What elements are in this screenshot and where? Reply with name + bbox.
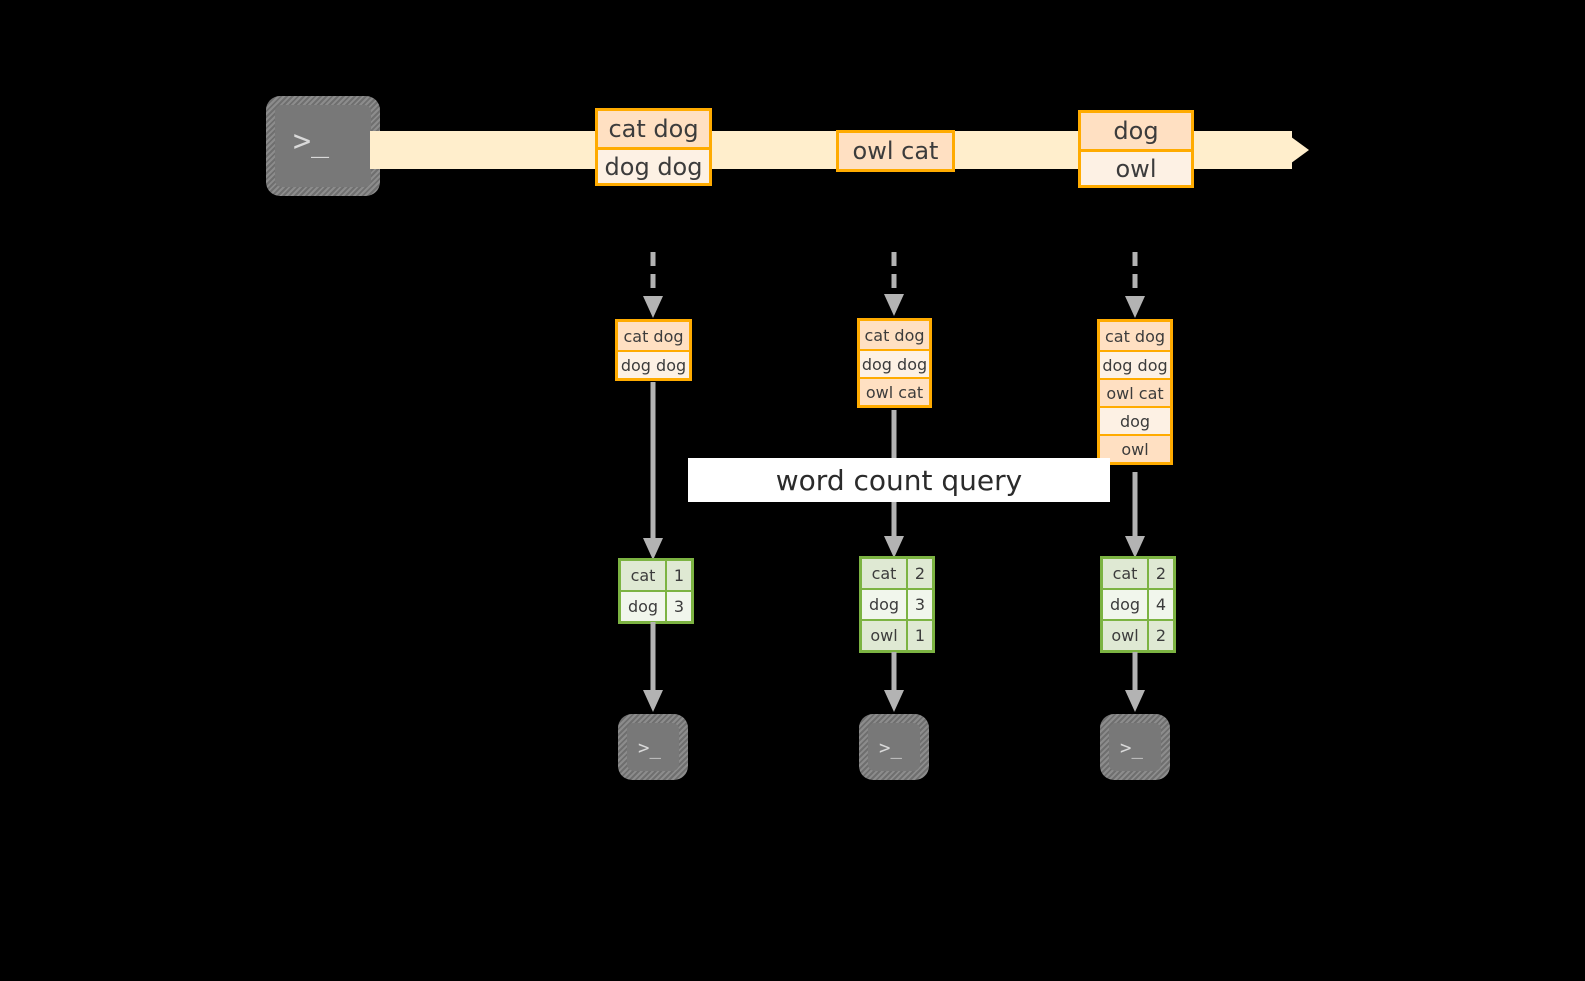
terminal-screen bbox=[868, 723, 920, 771]
terminal-prompt-glyph: >_ bbox=[1120, 737, 1143, 759]
consumer-terminal-icon-3: >_ bbox=[1100, 714, 1170, 780]
state-to-result-arrow-1 bbox=[642, 382, 664, 562]
state-line: cat dog bbox=[618, 322, 689, 350]
result-word: owl bbox=[1103, 621, 1147, 650]
stream-message-line: dog dog bbox=[598, 147, 709, 183]
table-row: dog 3 bbox=[621, 590, 691, 621]
result-count: 4 bbox=[1147, 590, 1173, 619]
table-row: cat 2 bbox=[1103, 559, 1173, 588]
result-word: owl bbox=[862, 621, 906, 650]
state-line: dog dog bbox=[618, 350, 689, 378]
terminal-screen bbox=[275, 105, 371, 187]
table-row: dog 3 bbox=[862, 588, 932, 619]
state-line: owl cat bbox=[1100, 378, 1170, 406]
terminal-screen bbox=[627, 723, 679, 771]
consumer-terminal-icon-2: >_ bbox=[859, 714, 929, 780]
stream-message-line: owl bbox=[1081, 149, 1191, 185]
terminal-prompt-glyph: >_ bbox=[638, 737, 661, 759]
state-line: dog dog bbox=[1100, 350, 1170, 378]
stream-message-line: owl cat bbox=[839, 133, 952, 169]
state-line: owl cat bbox=[860, 377, 929, 405]
stream-to-state-arrow-3 bbox=[1123, 252, 1147, 320]
stream-message-line: dog bbox=[1081, 113, 1191, 149]
stream-to-state-arrow-2 bbox=[882, 252, 906, 318]
result-word: cat bbox=[862, 559, 906, 588]
result-word: dog bbox=[621, 592, 665, 621]
state-line: cat dog bbox=[1100, 322, 1170, 350]
result-count: 2 bbox=[906, 559, 932, 588]
table-row: owl 1 bbox=[862, 619, 932, 650]
result-word: cat bbox=[621, 561, 665, 590]
table-row: cat 1 bbox=[621, 561, 691, 590]
table-row: cat 2 bbox=[862, 559, 932, 588]
terminal-screen bbox=[1109, 723, 1161, 771]
query-label: word count query bbox=[688, 458, 1110, 502]
result-table-1[interactable]: cat 1 dog 3 bbox=[618, 558, 694, 624]
result-count: 3 bbox=[665, 592, 691, 621]
stream-message-3[interactable]: dog owl bbox=[1078, 110, 1194, 188]
state-snapshot-2[interactable]: cat dog dog dog owl cat bbox=[857, 318, 932, 408]
result-to-consumer-arrow-3 bbox=[1124, 652, 1146, 714]
state-to-result-arrow-3 bbox=[1124, 472, 1146, 560]
terminal-prompt-glyph: >_ bbox=[879, 737, 902, 759]
state-line: dog dog bbox=[860, 349, 929, 377]
stream-to-state-arrow-1 bbox=[641, 252, 665, 320]
stream-message-2[interactable]: owl cat bbox=[836, 130, 955, 172]
state-line: dog bbox=[1100, 406, 1170, 434]
stream-arrow-icon bbox=[1283, 112, 1309, 188]
consumer-terminal-icon-1: >_ bbox=[618, 714, 688, 780]
state-line: owl bbox=[1100, 434, 1170, 462]
result-word: dog bbox=[1103, 590, 1147, 619]
table-row: dog 4 bbox=[1103, 588, 1173, 619]
state-snapshot-3[interactable]: cat dog dog dog owl cat dog owl bbox=[1097, 319, 1173, 465]
result-table-3[interactable]: cat 2 dog 4 owl 2 bbox=[1100, 556, 1176, 653]
table-row: owl 2 bbox=[1103, 619, 1173, 650]
result-count: 2 bbox=[1147, 559, 1173, 588]
result-word: dog bbox=[862, 590, 906, 619]
stream-message-1[interactable]: cat dog dog dog bbox=[595, 108, 712, 186]
result-to-consumer-arrow-2 bbox=[883, 652, 905, 714]
result-word: cat bbox=[1103, 559, 1147, 588]
result-count: 1 bbox=[665, 561, 691, 590]
result-table-2[interactable]: cat 2 dog 3 owl 1 bbox=[859, 556, 935, 653]
result-count: 2 bbox=[1147, 621, 1173, 650]
state-line: cat dog bbox=[860, 321, 929, 349]
terminal-prompt-glyph: >_ bbox=[293, 124, 330, 159]
state-snapshot-1[interactable]: cat dog dog dog bbox=[615, 319, 692, 381]
stream-message-line: cat dog bbox=[598, 111, 709, 147]
result-to-consumer-arrow-1 bbox=[642, 622, 664, 714]
result-count: 1 bbox=[906, 621, 932, 650]
result-count: 3 bbox=[906, 590, 932, 619]
producer-terminal-icon: >_ bbox=[266, 96, 380, 196]
